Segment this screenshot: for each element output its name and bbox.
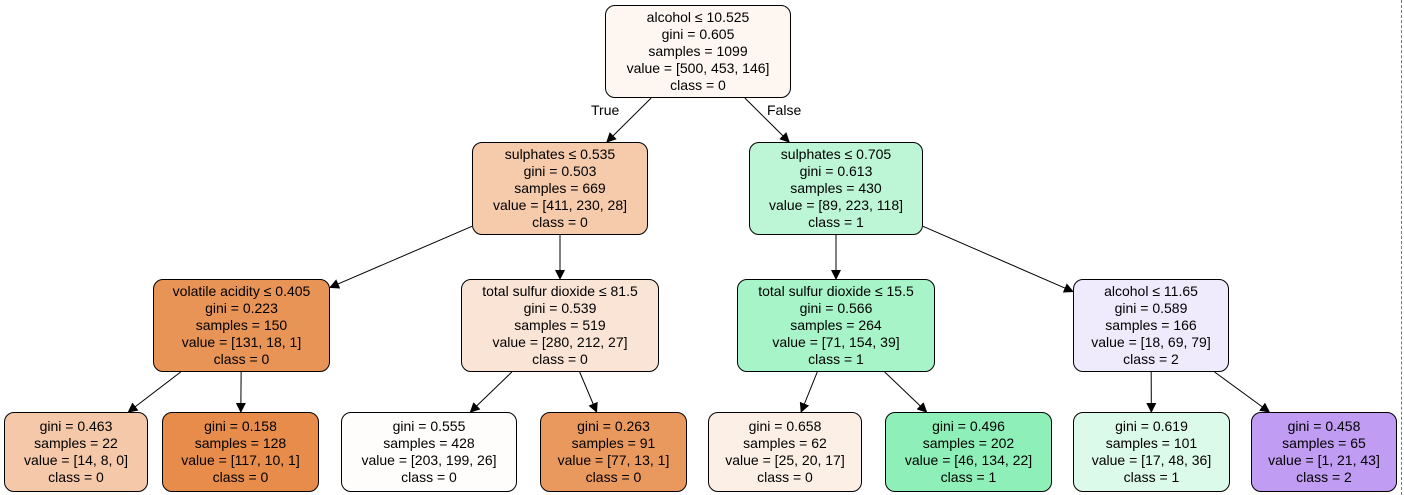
- node-text-line: value = [14, 8, 0]: [24, 452, 128, 468]
- node-text-line: class = 0: [670, 77, 726, 93]
- edge-label-false: False: [767, 102, 802, 118]
- page-border-dashed: [1401, 0, 1402, 495]
- node-text-line: value = [500, 453, 146]: [626, 60, 770, 76]
- node-text-line: class = 0: [532, 214, 588, 230]
- edge-n4-n10: [579, 371, 598, 413]
- node-text-line: samples = 62: [743, 435, 827, 451]
- node-text-line: gini = 0.503: [523, 163, 597, 179]
- node-text-line: samples = 669: [514, 180, 606, 196]
- node-text-line: gini = 0.496: [932, 418, 1005, 434]
- node-text-line: sulphates ≤ 0.705: [780, 146, 892, 162]
- node-text-line: gini = 0.555: [392, 418, 466, 434]
- node-text-line: samples = 430: [790, 180, 882, 196]
- node-text-line: gini = 0.613: [799, 163, 873, 179]
- node-text-line: alcohol ≤ 11.65: [1104, 283, 1198, 299]
- node-text-line: samples = 128: [194, 435, 287, 451]
- node-text-line: class = 0: [757, 469, 813, 485]
- node-text-line: value = [46, 134, 22]: [904, 452, 1033, 468]
- node-text-line: class = 0: [48, 469, 104, 485]
- node-text-line: value = [17, 48, 36]: [1091, 452, 1212, 468]
- node-text-line: value = [71, 154, 39]: [772, 334, 900, 350]
- node-text-line: samples = 264: [790, 317, 882, 333]
- edge-n5-n12: [884, 371, 928, 413]
- edge-n5-n11: [799, 371, 818, 413]
- node-text-line: gini = 0.463: [39, 418, 113, 434]
- node-text-line: value = [1, 21, 43]: [1268, 452, 1380, 468]
- node-text-line: value = [89, 223, 118]: [768, 197, 903, 213]
- node-text-line: class = 1: [808, 214, 864, 230]
- node-text-line: gini = 0.263: [577, 418, 650, 434]
- node-text-line: gini = 0.539: [523, 300, 597, 316]
- node-text-line: class = 1: [940, 469, 997, 485]
- node-text-line: gini = 0.589: [1114, 300, 1188, 316]
- node-text-line: value = [203, 199, 26]: [361, 452, 497, 468]
- node-text-line: value = [131, 18, 1]: [181, 334, 302, 350]
- edge-label-true: True: [591, 102, 620, 118]
- node-text-line: class = 1: [808, 351, 864, 367]
- node-text-line: samples = 150: [195, 317, 288, 333]
- node-text-line: gini = 0.566: [799, 300, 873, 316]
- node-text-line: samples = 202: [922, 435, 1015, 451]
- node-text-line: gini = 0.158: [204, 418, 277, 434]
- node-text-line: volatile acidity ≤ 0.405: [172, 283, 311, 299]
- node-text-line: class = 2: [1296, 469, 1352, 485]
- node-text-line: class = 0: [532, 351, 588, 367]
- edge-n0-n1: [606, 97, 652, 143]
- node-text-line: class = 0: [212, 469, 269, 485]
- node-text-line: total sulfur dioxide ≤ 15.5: [758, 283, 914, 299]
- node-text-line: value = [18, 69, 79]: [1091, 334, 1211, 350]
- node-text-line: value = [280, 212, 27]: [492, 334, 628, 350]
- node-text-line: class = 0: [401, 469, 457, 485]
- node-text-line: gini = 0.658: [748, 418, 822, 434]
- node-text-line: value = [77, 13, 1]: [557, 452, 670, 468]
- edge-n3-n7: [127, 371, 181, 413]
- node-text-line: class = 0: [213, 351, 270, 367]
- node-text-line: value = [117, 10, 1]: [181, 452, 300, 468]
- node-text-line: samples = 22: [34, 435, 118, 451]
- node-text-line: class = 0: [585, 469, 642, 485]
- node-text-line: total sulfur dioxide ≤ 81.5: [482, 283, 638, 299]
- node-text-line: samples = 166: [1105, 317, 1197, 333]
- node-text-line: value = [25, 20, 17]: [725, 452, 845, 468]
- node-text-line: gini = 0.605: [661, 26, 735, 42]
- node-text-line: gini = 0.619: [1115, 418, 1188, 434]
- node-text-line: sulphates ≤ 0.535: [504, 146, 616, 162]
- node-text-line: samples = 428: [383, 435, 475, 451]
- node-text-line: gini = 0.458: [1287, 418, 1361, 434]
- edge-n2-n6: [922, 225, 1074, 293]
- node-text-line: samples = 519: [514, 317, 606, 333]
- node-text-line: gini = 0.223: [205, 300, 278, 316]
- edge-n4-n9: [469, 371, 513, 413]
- node-text-line: class = 2: [1123, 351, 1179, 367]
- edge-n0-n2: [744, 97, 790, 143]
- node-text-line: class = 1: [1123, 469, 1180, 485]
- node-text-line: samples = 91: [571, 435, 656, 451]
- node-text-line: value = [411, 230, 28]: [492, 197, 627, 213]
- node-text-line: samples = 65: [1282, 435, 1366, 451]
- node-text-line: samples = 101: [1105, 435, 1198, 451]
- node-text-line: alcohol ≤ 10.525: [646, 9, 750, 25]
- edge-n6-n14: [1214, 371, 1271, 413]
- node-text-line: samples = 1099: [648, 43, 748, 59]
- edge-n1-n3: [329, 225, 473, 289]
